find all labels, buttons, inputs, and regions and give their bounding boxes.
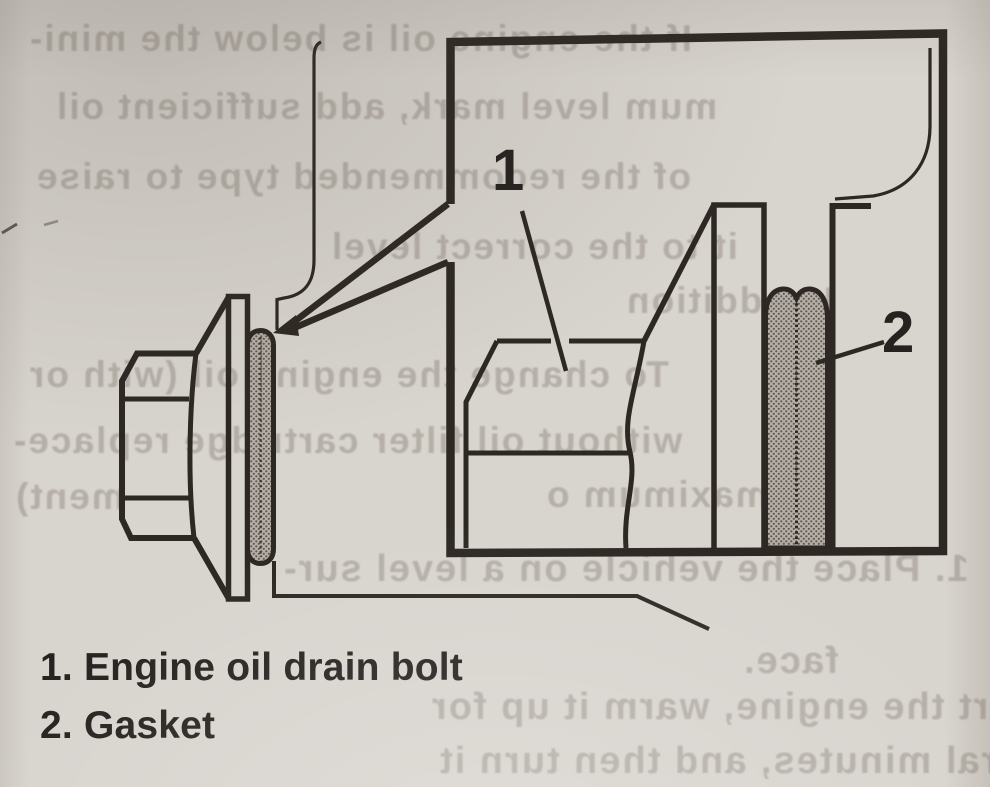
inset-bolt-break-line <box>623 340 647 549</box>
bolt-cone-bottom <box>191 536 232 601</box>
gasket-inset <box>763 286 830 551</box>
callout-label-1: 1 <box>492 138 525 203</box>
leader-line-2 <box>815 339 885 366</box>
callout-line-lower <box>285 259 450 334</box>
legend-item-drain-bolt: 1. Engine oil drain bolt <box>40 646 463 689</box>
page-mark <box>43 219 59 227</box>
engine-bottom-line <box>272 561 710 631</box>
legend-item-gasket: 2. Gasket <box>40 704 216 747</box>
bolt-head-outline <box>119 350 196 541</box>
bolt-head-right-edge <box>187 353 199 539</box>
inset-engine-inner-surface <box>834 48 932 201</box>
inset-box-border <box>446 29 948 558</box>
gasket-main <box>245 327 276 567</box>
inset-flange-plate <box>711 202 767 548</box>
bolt-cone-top <box>193 294 232 356</box>
bolt-flange-plate <box>225 293 251 602</box>
callout-line-upper <box>284 201 450 331</box>
callout-wedge <box>273 201 450 336</box>
leader-line-1 <box>519 210 569 372</box>
inset-engine-wall-edge <box>829 203 871 548</box>
main-view <box>119 40 710 631</box>
inset-bolt-cone <box>641 203 717 343</box>
callout-label-2: 2 <box>882 300 915 365</box>
engine-surface-line <box>275 40 322 330</box>
inset-bolt-left-edge <box>463 339 500 548</box>
page-mark <box>1 222 18 235</box>
inset-view <box>463 48 932 551</box>
callout-arrow-tip <box>273 315 299 336</box>
